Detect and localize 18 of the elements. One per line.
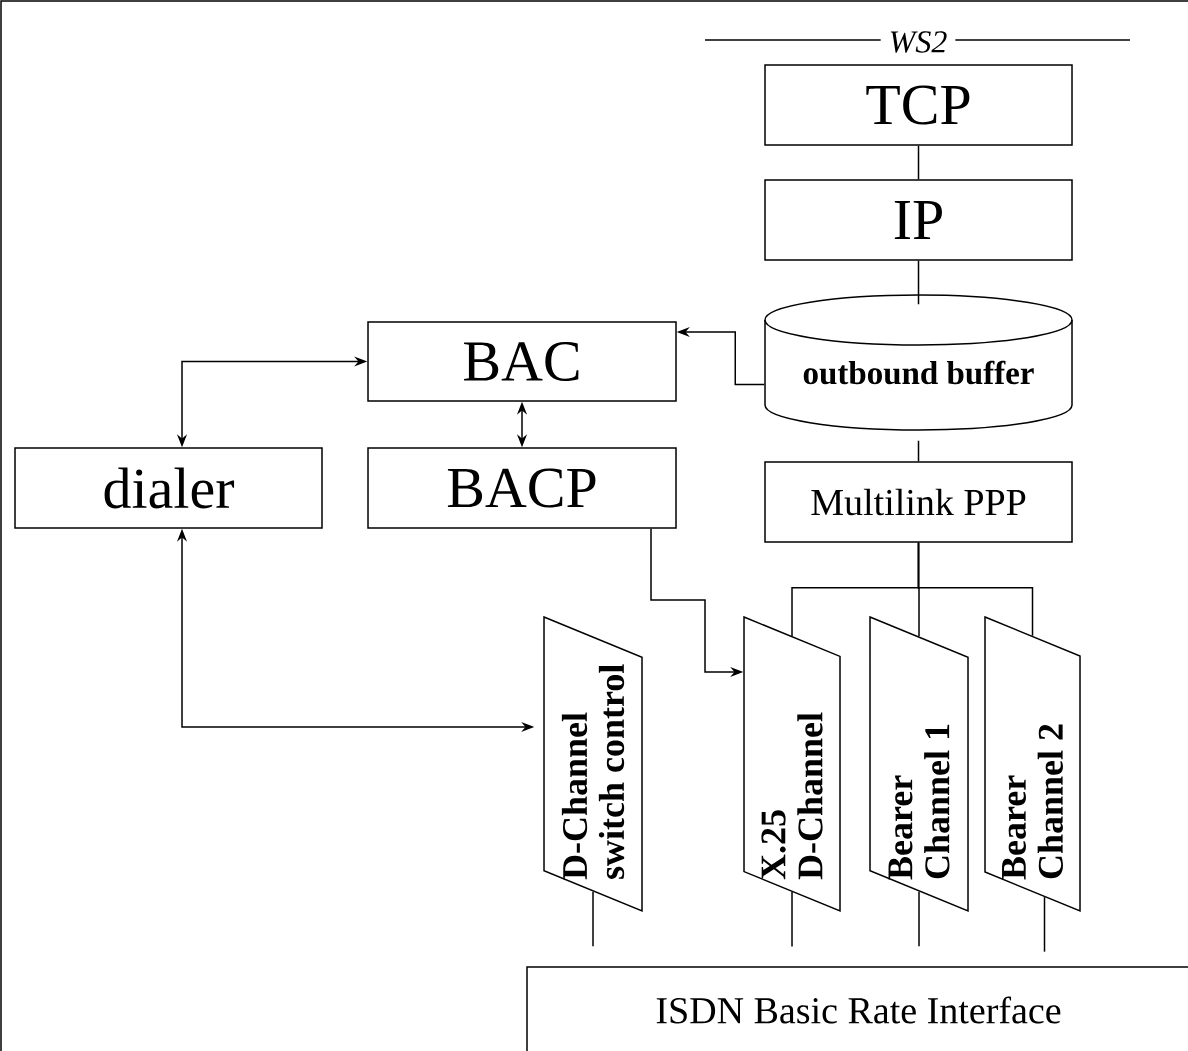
layer-label: WS2 [880,29,956,55]
connector-line [917,542,1034,637]
node-label: outbound buffer [803,360,1034,385]
process-box: dialer [14,447,323,529]
connector-line [918,890,920,947]
process-box: IP [764,179,1073,261]
connector-line [592,890,594,947]
process-box: Multilink PPP [764,461,1073,543]
process-box: BACP [367,447,677,529]
connector-line [917,260,920,305]
connector-line [791,891,793,948]
process-box: BAC [367,321,677,402]
buffer-cylinder: outbound buffer [764,294,1073,431]
connector-line [917,440,920,462]
connector-line [917,145,920,180]
connector-line [1043,896,1046,953]
process-box: ISDN Basic Rate Interface [526,966,1188,1051]
process-box: TCP [764,64,1073,146]
